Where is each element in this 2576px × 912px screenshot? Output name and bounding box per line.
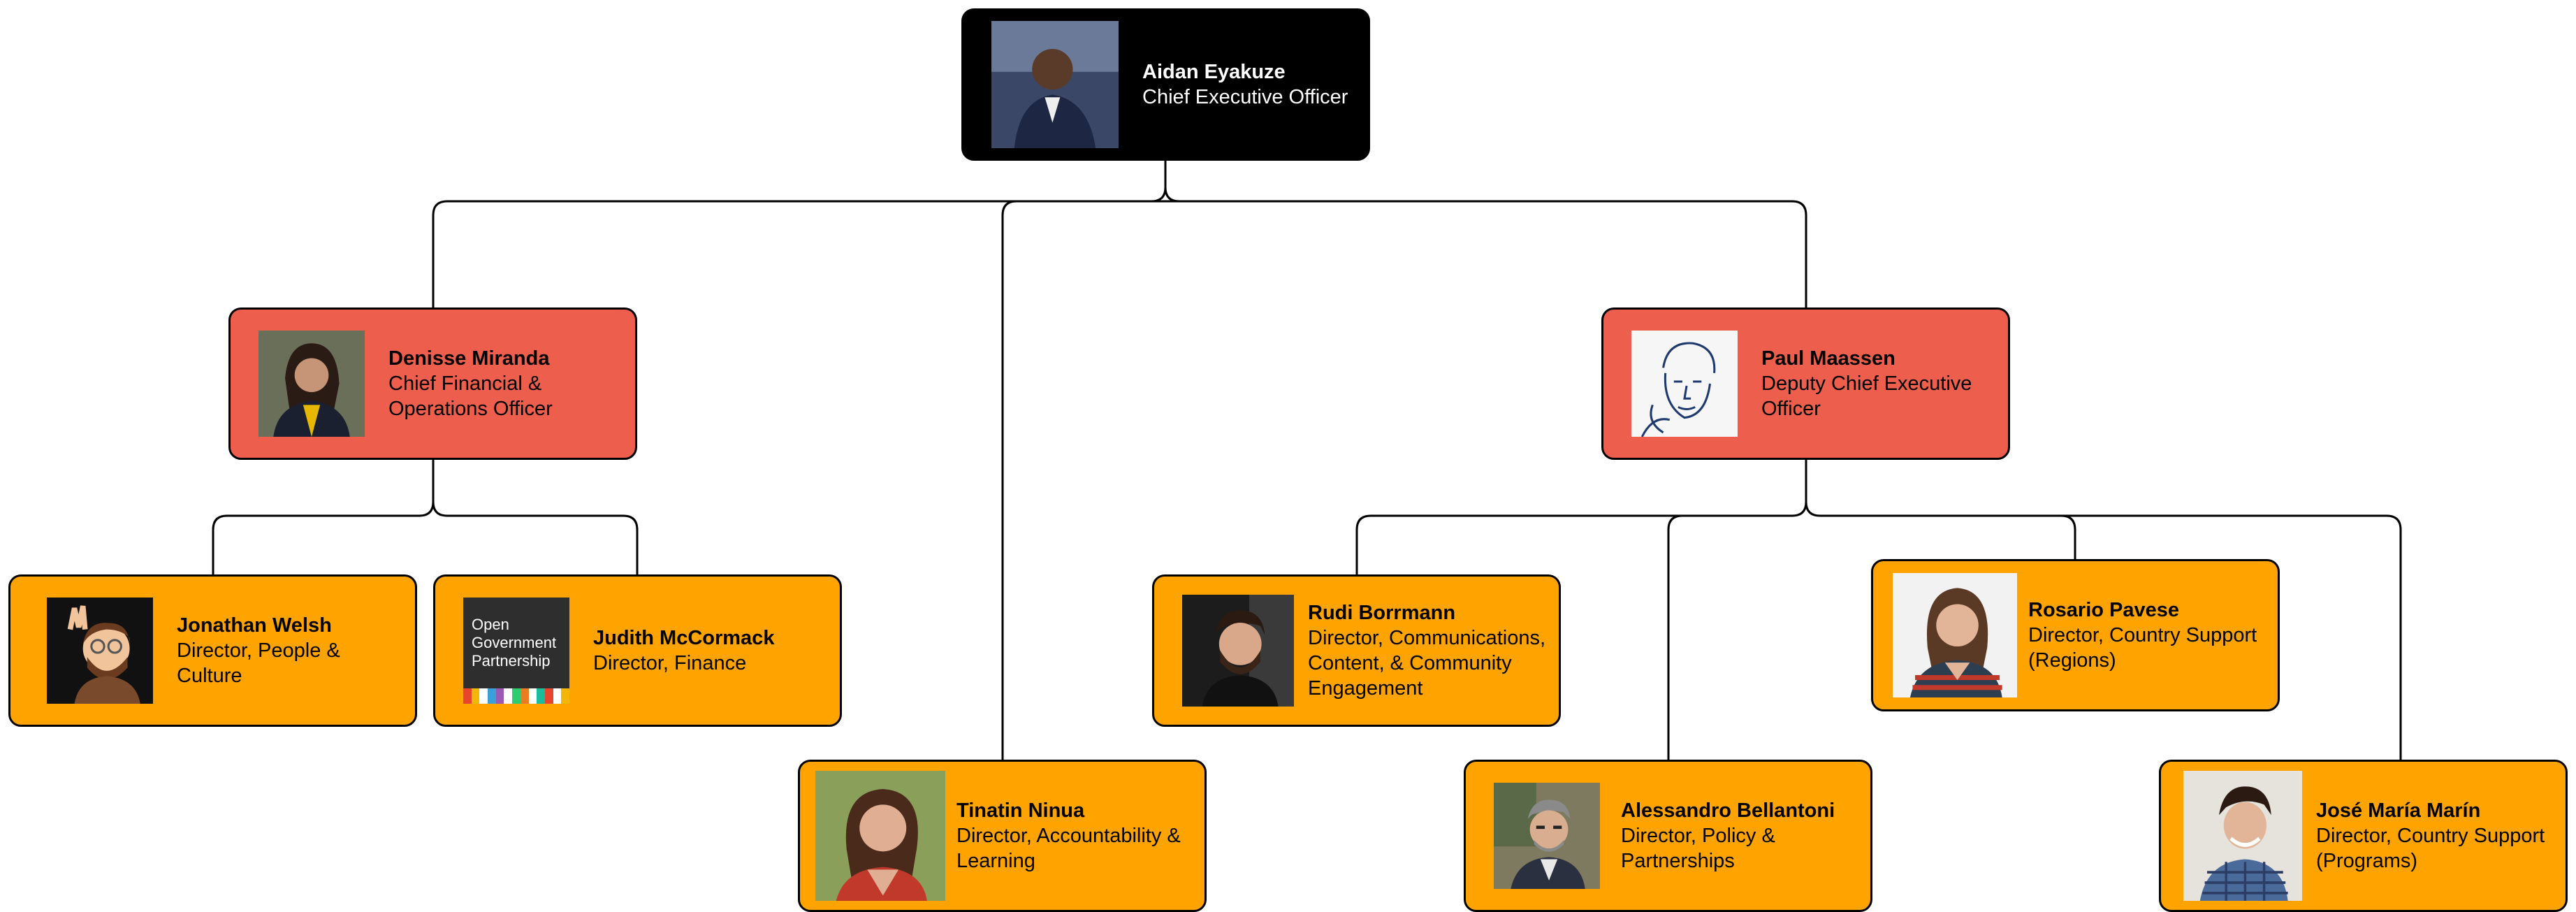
ceo-info: Aidan Eyakuze Chief Executive Officer (1142, 59, 1348, 110)
connector-cfo (432, 200, 448, 307)
finance-director-card[interactable]: Open Government Partnership Judith McCor… (433, 574, 842, 727)
communications-director-name: Rudi Borrmann (1308, 602, 1456, 624)
ceo-title: Chief Executive Officer (1142, 86, 1348, 108)
people-director-photo (47, 598, 153, 704)
communications-director-photo (1182, 595, 1294, 707)
policy-director-title: Director, Policy & Partnerships (1621, 825, 1775, 872)
regions-director-title: Director, Country Support (Regions) (2028, 624, 2257, 672)
ogp-logo-text: Open Government Partnership (472, 616, 557, 669)
programs-director-name: José María Marín (2316, 799, 2481, 822)
ogp-logo: Open Government Partnership (463, 598, 569, 704)
people-director-name: Jonathan Welsh (177, 614, 332, 637)
policy-director-card[interactable]: Alessandro Bellantoni Director, Policy &… (1464, 760, 1872, 912)
deputy-name: Paul Maassen (1761, 347, 1895, 370)
connector-deputy-sub (1355, 459, 2402, 760)
people-director-card[interactable]: Jonathan Welsh Director, People & Cultur… (8, 574, 417, 727)
communications-director-card[interactable]: Rudi Borrmann Director, Communications, … (1152, 574, 1561, 727)
regions-director-card[interactable]: Rosario Pavese Director, Country Support… (1871, 559, 2280, 711)
cfo-name: Denisse Miranda (388, 347, 550, 370)
ogp-logo-stripes (463, 688, 569, 704)
connector-accountability (1001, 200, 1017, 760)
people-director-info: Jonathan Welsh Director, People & Cultur… (177, 613, 365, 688)
cfo-photo (259, 331, 365, 437)
cfo-info: Denisse Miranda Chief Financial & Operat… (388, 346, 591, 421)
communications-director-info: Rudi Borrmann Director, Communications, … (1308, 600, 1559, 701)
accountability-director-card[interactable]: Tinatin Ninua Director, Accountability &… (798, 760, 1207, 912)
connector-cfo-sub (212, 459, 639, 574)
communications-director-title: Director, Communications, Content, & Com… (1308, 627, 1546, 700)
cfo-card[interactable]: Denisse Miranda Chief Financial & Operat… (228, 307, 637, 460)
regions-director-photo (1893, 573, 2017, 697)
cfo-title: Chief Financial & Operations Officer (388, 372, 553, 420)
finance-director-name: Judith McCormack (593, 627, 775, 649)
policy-director-info: Alessandro Bellantoni Director, Policy &… (1621, 798, 1844, 874)
ceo-card[interactable]: Aidan Eyakuze Chief Executive Officer (961, 8, 1370, 161)
programs-director-info: José María Marín Director, Country Suppo… (2316, 798, 2561, 874)
policy-director-photo (1494, 783, 1600, 889)
accountability-director-name: Tinatin Ninua (956, 799, 1085, 822)
ceo-name: Aidan Eyakuze (1142, 61, 1286, 83)
connector-deputy (1791, 200, 1807, 307)
regions-director-info: Rosario Pavese Director, Country Support… (2028, 598, 2266, 673)
accountability-director-title: Director, Accountability & Learning (956, 825, 1181, 872)
finance-director-title: Director, Finance (593, 652, 747, 674)
programs-director-title: Director, Country Support (Programs) (2316, 825, 2545, 872)
deputy-info: Paul Maassen Deputy Chief Executive Offi… (1761, 346, 1992, 421)
policy-director-name: Alessandro Bellantoni (1621, 799, 1835, 822)
deputy-photo (1631, 331, 1738, 437)
programs-director-photo (2183, 771, 2302, 901)
finance-director-info: Judith McCormack Director, Finance (593, 625, 803, 676)
accountability-director-info: Tinatin Ninua Director, Accountability &… (956, 798, 1201, 874)
deputy-card[interactable]: Paul Maassen Deputy Chief Executive Offi… (1601, 307, 2010, 460)
deputy-title: Deputy Chief Executive Officer (1761, 372, 1972, 420)
ceo-photo (991, 21, 1119, 148)
programs-director-card[interactable]: José María Marín Director, Country Suppo… (2159, 760, 2568, 912)
connector-ceo (1151, 157, 1180, 203)
people-director-title: Director, People & Culture (177, 639, 340, 687)
regions-director-name: Rosario Pavese (2028, 599, 2180, 621)
accountability-director-photo (815, 771, 945, 901)
